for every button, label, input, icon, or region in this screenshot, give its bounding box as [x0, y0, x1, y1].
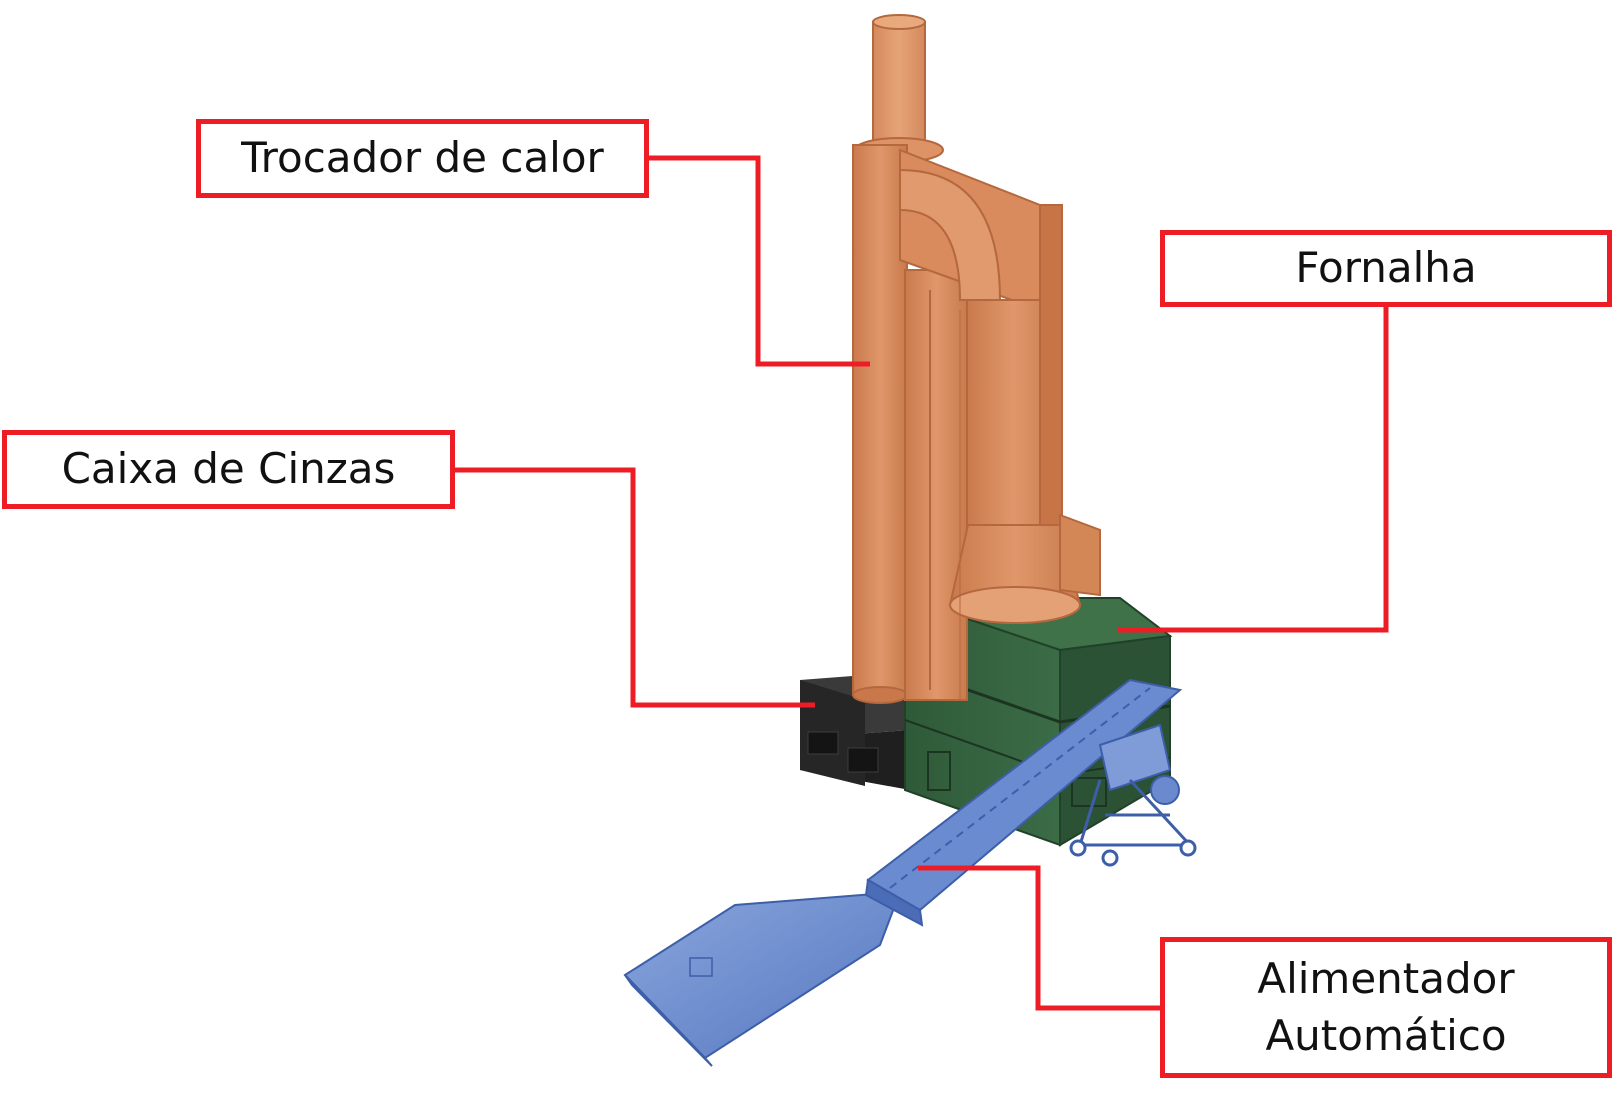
label-fornalha: Fornalha — [1160, 230, 1612, 307]
leader-line-caixa — [455, 467, 815, 708]
label-trocador-text: Trocador de calor — [241, 133, 604, 183]
heat-exchanger — [852, 14, 1101, 704]
label-caixa-text: Caixa de Cinzas — [61, 444, 396, 494]
leader-line-trocador — [649, 155, 870, 367]
label-alimentador-line2: Automático — [1265, 1010, 1507, 1060]
label-alimentador-line1: Alimentador — [1257, 953, 1515, 1003]
label-fornalha-text: Fornalha — [1295, 243, 1477, 293]
label-trocador-de-calor: Trocador de calor — [196, 119, 649, 198]
leader-line-fornalha — [1118, 307, 1389, 633]
label-caixa-de-cinzas: Caixa de Cinzas — [2, 430, 455, 509]
label-alimentador-automatico: Alimentador Automático — [1160, 937, 1612, 1078]
automatic-feeder — [623, 678, 1197, 1067]
leader-line-alimentador — [918, 865, 1160, 1011]
